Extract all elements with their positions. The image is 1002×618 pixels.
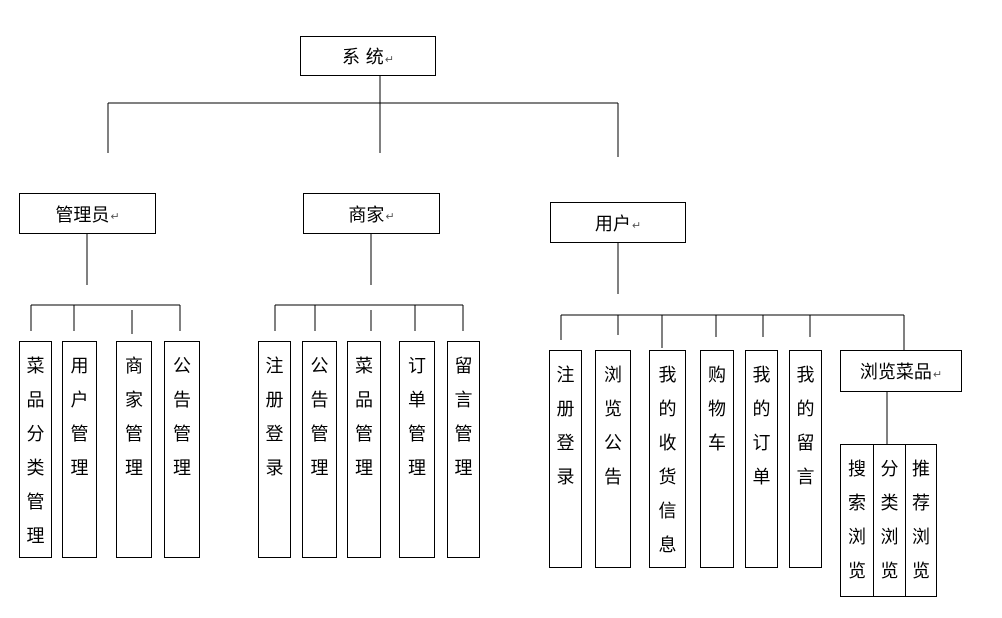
system-box: 系 统↵	[300, 36, 436, 76]
user-function-box: 我的留言	[789, 350, 822, 568]
merchant-box: 商家↵	[303, 193, 440, 234]
browse-mode-box: 分类浏览	[873, 444, 906, 597]
paragraph-mark: ↵	[385, 210, 395, 223]
function-label: 浏览公告	[604, 365, 622, 488]
function-label: 公告管理	[173, 356, 191, 479]
function-label: 商家管理	[125, 356, 143, 479]
admin-function-box: 菜品分类管理	[19, 341, 52, 558]
merchant-function-box: 留言管理	[447, 341, 480, 558]
admin-function-box: 商家管理	[116, 341, 152, 558]
admin-box: 管理员↵	[19, 193, 156, 234]
browse-mode-box: 推荐浏览	[905, 444, 937, 597]
system-label: 系 统	[342, 47, 384, 68]
browse-dishes-label: 浏览菜品	[859, 362, 932, 383]
user-function-box: 我的收货信息	[649, 350, 686, 568]
function-label: 公告管理	[310, 356, 329, 479]
user-function-box: 浏览公告	[595, 350, 631, 568]
user-box: 用户↵	[550, 202, 686, 243]
merchant-function-box: 菜品管理	[347, 341, 381, 558]
merchant-label: 商家	[348, 204, 385, 226]
browse-mode-box: 搜索浏览	[840, 444, 874, 597]
function-label: 菜品分类管理	[26, 356, 45, 547]
paragraph-mark: ↵	[384, 52, 394, 66]
browse-dishes-box: 浏览菜品↵	[840, 350, 962, 392]
merchant-function-box: 公告管理	[302, 341, 337, 558]
function-label: 菜品管理	[355, 356, 373, 479]
function-label: 用户管理	[70, 356, 89, 479]
function-label: 留言管理	[454, 356, 473, 479]
admin-function-box: 公告管理	[164, 341, 200, 558]
function-label: 购物车	[708, 365, 726, 454]
function-label: 我的留言	[796, 365, 815, 488]
admin-label: 管理员	[55, 204, 110, 226]
user-label: 用户	[594, 213, 631, 235]
function-label: 注册登录	[556, 365, 575, 488]
admin-function-box: 用户管理	[62, 341, 97, 558]
function-label: 推荐浏览	[912, 459, 930, 582]
function-label: 注册登录	[265, 356, 284, 479]
user-function-box: 注册登录	[549, 350, 582, 568]
function-label: 订单管理	[408, 356, 426, 479]
function-label: 我的订单	[752, 365, 771, 488]
paragraph-mark: ↵	[631, 219, 642, 232]
merchant-function-box: 注册登录	[258, 341, 291, 558]
merchant-function-box: 订单管理	[399, 341, 435, 558]
function-label: 我的收货信息	[658, 365, 677, 556]
function-label: 搜索浏览	[848, 459, 866, 582]
user-function-box: 我的订单	[745, 350, 778, 568]
paragraph-mark: ↵	[932, 367, 943, 381]
user-function-box: 购物车	[700, 350, 734, 568]
function-label: 分类浏览	[880, 459, 899, 582]
paragraph-mark: ↵	[110, 210, 120, 223]
